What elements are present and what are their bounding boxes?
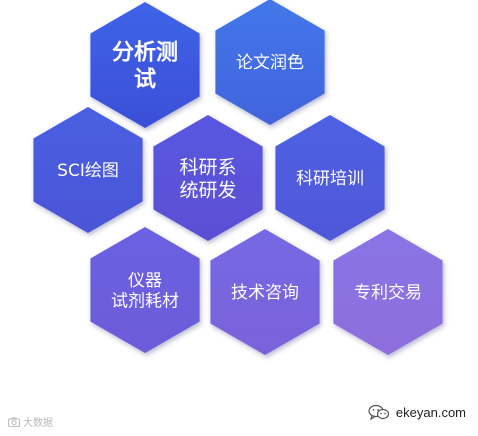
- wechat-icon: [368, 404, 390, 420]
- hexagon-shape-yiqi: [90, 227, 200, 353]
- brand-footer: ekeyan.com: [368, 404, 466, 420]
- hexagon-shape-zhuanli: [333, 229, 443, 355]
- hexagon-lunwen: 论文润色: [215, 0, 325, 125]
- hexagon-shape-fenxi: [90, 2, 200, 128]
- hexagon-label-zhuanli-line-0: 专利交易: [354, 283, 422, 303]
- hexagon-shape-sci: [33, 107, 143, 233]
- hexagon-sci: SCI绘图: [33, 107, 143, 233]
- hexagon-shape-peixun: [275, 115, 385, 241]
- watermark-text: 大数据: [23, 418, 53, 429]
- hexagon-label-sci-line-0: SCI绘图: [57, 161, 119, 181]
- hexagon-label-jishu-line-0: 技术咨询: [231, 283, 299, 303]
- hexagon-shape-jishu: [210, 229, 320, 355]
- hexagon-label-lunwen-line-0: 论文润色: [236, 53, 304, 73]
- hexagon-label-keyan-line-1: 统研发: [179, 179, 236, 201]
- hexagon-label-yiqi-line-0: 仪器: [128, 271, 162, 291]
- hexagon-peixun: 科研培训: [275, 115, 385, 241]
- hexagon-label-fenxi-line-1: 试: [134, 67, 156, 92]
- brand-domain: ekeyan.com: [395, 404, 466, 420]
- hexagon-jishu: 技术咨询: [210, 229, 320, 355]
- watermark-left: 大数据: [8, 414, 53, 429]
- hexagon-label-peixun-line-0: 科研培训: [296, 169, 364, 189]
- camera-icon: [8, 417, 20, 427]
- hexagon-label-yiqi-line-1: 试剂耗材: [111, 292, 179, 312]
- hexagon-shape-lunwen: [215, 0, 325, 125]
- hexagon-label-keyan-line-0: 科研系: [179, 156, 236, 178]
- hexagon-zhuanli: 专利交易: [333, 229, 443, 355]
- hexagon-label-fenxi-line-0: 分析测: [112, 41, 178, 66]
- hexagon-shape-keyan: [153, 115, 263, 241]
